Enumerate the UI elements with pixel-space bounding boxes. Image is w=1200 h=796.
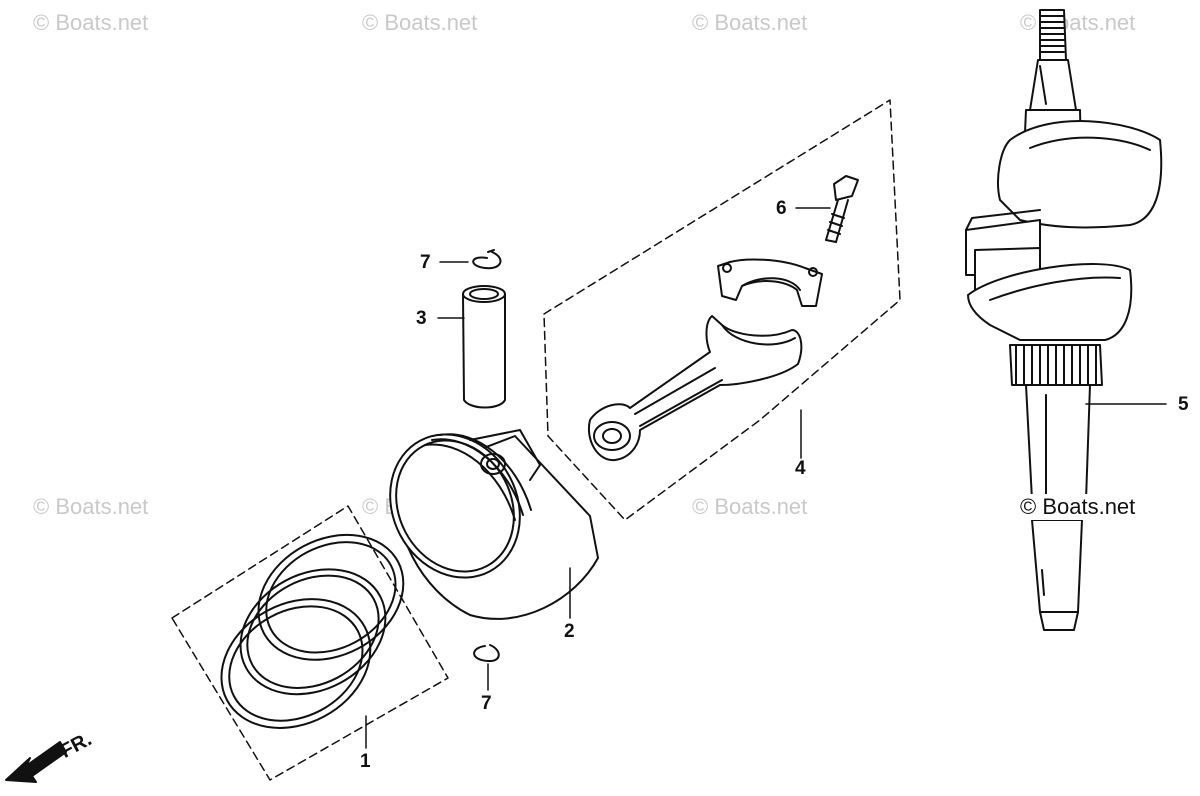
callout-pin-clip-bottom: 7	[481, 693, 492, 714]
callout-piston: 2	[564, 621, 575, 642]
rod-group-box	[543, 99, 901, 521]
pin-clip-bottom	[473, 644, 500, 663]
watermark: © Boats.net	[692, 494, 808, 519]
callout-piston-pin: 3	[416, 308, 427, 329]
piston-pin	[462, 285, 506, 409]
crankshaft	[965, 9, 1163, 631]
watermark: © Boats.net	[33, 10, 149, 35]
callout-rod-bolt: 6	[776, 198, 787, 219]
callout-connecting-rod: 4	[795, 458, 806, 479]
rod-bolt	[825, 175, 859, 243]
direction-arrow-icon	[5, 741, 67, 783]
rings-group-box	[171, 505, 449, 781]
pin-clip-top	[472, 249, 502, 270]
rod-cap	[717, 258, 823, 307]
watermark-main: © Boats.net	[1018, 494, 1138, 520]
watermark: © Boats.net	[692, 10, 808, 35]
callout-pin-clip-top: 7	[420, 252, 431, 273]
callout-piston-rings: 1	[360, 751, 371, 772]
piston-rings	[220, 533, 405, 729]
piston	[389, 429, 599, 620]
watermark: © Boats.net	[33, 494, 149, 519]
connecting-rod	[587, 315, 803, 462]
callout-crankshaft: 5	[1178, 394, 1189, 415]
watermark: © Boats.net	[362, 10, 478, 35]
